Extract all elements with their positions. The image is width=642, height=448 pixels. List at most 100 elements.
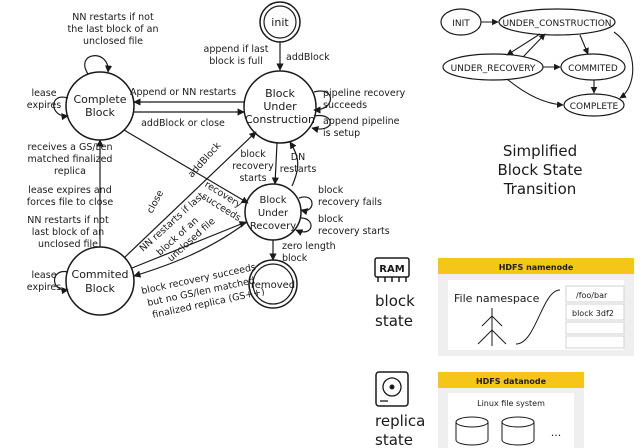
state-complete-label-1: Complete xyxy=(73,93,126,106)
more-disks-ellipsis: ... xyxy=(551,426,562,439)
loop-uc-pipeline xyxy=(311,114,331,134)
namenode-header-label: HDFS namenode xyxy=(499,263,574,272)
ram-icon-label: RAM xyxy=(379,264,404,275)
label-zero-length-2: block xyxy=(282,253,308,264)
simple-arrow-uc-ur xyxy=(506,33,541,56)
file-namespace-label: File namespace xyxy=(454,292,540,305)
simplified-diagram: INIT UNDER_CONSTRUCTION UNDER_RECOVERY C… xyxy=(440,8,634,117)
loop-uc-recovery xyxy=(313,90,331,114)
state-uc-label-2: Under xyxy=(263,100,297,113)
state-removed-label: removed xyxy=(251,280,295,291)
label-zero-length-1: zero length xyxy=(282,241,336,252)
loop-ur-fails xyxy=(298,196,313,216)
transition-arrows xyxy=(53,42,331,295)
path-label: /foo/bar xyxy=(576,291,608,300)
label-nn-restarts-left-2: last block of an xyxy=(32,227,104,238)
replica-state-label-1: replica xyxy=(375,412,425,430)
label-lease-expires-1b: expires xyxy=(27,100,62,111)
label-append-or-nn: Append or NN restarts xyxy=(130,87,236,98)
datanode-header-label: HDFS datanode xyxy=(476,377,547,386)
state-init: init xyxy=(259,1,301,43)
simple-node-uc-label: UNDER_CONSTRUCTION xyxy=(502,19,611,29)
label-append-pipeline-1: append pipeline xyxy=(323,116,400,127)
label-block-recovery-starts-1b: recovery xyxy=(232,161,274,172)
state-commited-block: Commited Block xyxy=(65,246,135,316)
disk-cylinder-2 xyxy=(501,416,535,446)
namenode-header-bar xyxy=(438,258,634,274)
label-addblock-or-close: addBlock or close xyxy=(141,118,225,129)
disk-icon xyxy=(375,371,409,407)
datanode-header-bar xyxy=(438,372,584,388)
label-nn-restarts-top-3: unclosed file xyxy=(83,36,143,47)
loop-complete-left xyxy=(53,96,69,121)
label-dn-restarts-1: DN xyxy=(291,152,305,163)
label-append-last-full-1: append if last xyxy=(204,44,269,55)
empty-cell-1 xyxy=(565,321,625,335)
tree-icon xyxy=(477,308,507,346)
label-append-pipeline-2: is setup xyxy=(323,128,360,139)
state-ur-label-2: Under xyxy=(258,208,289,219)
ram-icon: RAM xyxy=(374,257,410,282)
label-addblock-diag: addBlock xyxy=(186,140,224,180)
label-pipeline-recovery-2: succeeds xyxy=(323,100,367,111)
simple-node-complete xyxy=(563,93,625,117)
simple-node-commited-label: COMMITED xyxy=(568,64,618,74)
arrow-complete-to-ur xyxy=(123,129,249,204)
replica-state-label-2: state xyxy=(375,431,413,448)
label-receives-gs-2: matched finalized xyxy=(28,154,113,165)
state-uc-label-1: Block xyxy=(265,87,295,100)
simple-node-ur-label: UNDER_RECOVERY xyxy=(451,64,536,74)
loop-commited-left xyxy=(53,271,69,295)
namenode-panel: HDFS namenode File namespace /foo/bar bl… xyxy=(438,258,634,356)
label-lease-expires-2b: expires xyxy=(27,282,62,293)
simple-arrow-ur-complete xyxy=(506,78,564,108)
namespace-curve xyxy=(515,289,561,345)
state-under-construction: Block Under Construction xyxy=(243,70,317,144)
label-lease-expires-1a: lease xyxy=(31,88,56,99)
label-receives-gs-1: receives a GS/Len xyxy=(27,142,112,153)
simple-arrow-uc-complete xyxy=(613,31,634,99)
simple-node-commited xyxy=(560,53,626,81)
path-cell xyxy=(565,285,625,303)
label-block-recovery-starts-2a: block xyxy=(318,214,344,225)
state-ur-label-3: Recovery xyxy=(250,221,296,232)
state-removed: removed xyxy=(248,259,298,309)
arrow-commited-to-uc xyxy=(123,131,257,259)
label-nn-restarts-left-1: NN restarts if not xyxy=(27,215,109,226)
label-nn-restarts-top-2: the last block of an xyxy=(67,24,158,35)
linux-fs-label: Linux file system xyxy=(477,399,545,408)
block-state-label-1: block xyxy=(375,292,415,310)
arrow-ur-to-commited xyxy=(133,221,248,278)
simplified-title-3: Transition xyxy=(503,180,577,198)
arrow-uc-to-ur xyxy=(271,142,279,185)
state-ur-label-1: Block xyxy=(259,195,286,206)
arrow-commited-to-ur xyxy=(131,221,247,269)
label-block-recovery-starts-2b: recovery starts xyxy=(318,226,390,237)
simple-node-uc xyxy=(498,8,616,36)
label-dn-restarts-2: restarts xyxy=(280,164,317,175)
label-block-recovery-fails-1: block xyxy=(318,185,344,196)
label-lease-expires-2a: lease xyxy=(31,270,56,281)
block-cell xyxy=(565,303,625,321)
disk-cylinder-1 xyxy=(455,416,489,446)
label-pipeline-recovery-1: pipeline recovery xyxy=(323,88,406,99)
loop-complete-top xyxy=(84,55,113,75)
state-uc-label-3: Construction xyxy=(245,113,315,126)
label-append-last-full-2: block is full xyxy=(209,56,262,67)
label-block-recovery-fails-2: recovery fails xyxy=(318,197,382,208)
label-close: close xyxy=(145,189,166,216)
state-init-label: init xyxy=(271,16,289,29)
empty-cell-2 xyxy=(565,335,625,349)
simplified-title-1: Simplified xyxy=(503,142,577,160)
simple-node-init-label: INIT xyxy=(452,19,470,29)
label-lease-forces-close-2: forces file to close xyxy=(27,197,114,208)
loop-ur-starts xyxy=(295,217,312,236)
simplified-title-2: Block State xyxy=(497,161,582,179)
simple-arrow-uc-commited xyxy=(579,34,589,55)
state-complete-block: Complete Block xyxy=(65,71,135,141)
state-commited-label-1: Commited xyxy=(72,268,129,281)
label-block-recovery-starts-1a: block xyxy=(240,149,266,160)
arrow-ur-to-uc xyxy=(289,141,299,187)
label-nn-restarts-left-3: unclosed file xyxy=(38,239,98,250)
